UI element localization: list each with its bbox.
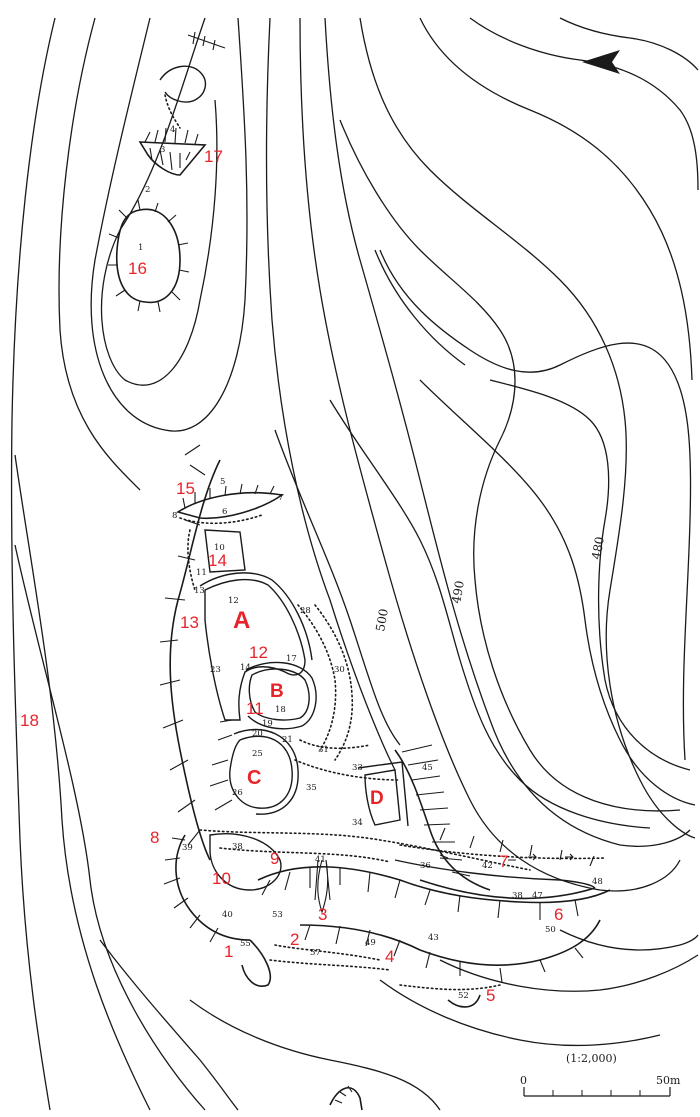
contour-label-490: 490 [449, 580, 467, 605]
scale-ratio: (1:2,000) [566, 1052, 617, 1065]
point-number: 3 [160, 145, 165, 155]
area-labels: A B C D [233, 607, 384, 809]
southern-knoll [329, 1085, 363, 1111]
area-label-d: D [370, 788, 384, 809]
contour-elevation-labels: 500 490 480 [373, 536, 607, 633]
feature-label-16: 16 [128, 259, 147, 278]
contour-label-480: 480 [589, 536, 607, 561]
feature-label-10: 10 [212, 869, 231, 888]
point-number: 40 [222, 910, 233, 920]
feature-label-14: 14 [208, 551, 227, 570]
point-number: 26 [232, 788, 243, 798]
point-number: 38 [232, 842, 243, 852]
point-number: 5 [220, 477, 225, 487]
feature-label-1: 1 [224, 942, 233, 961]
feature-label-2: 2 [290, 930, 299, 949]
point-number: 45 [422, 763, 433, 773]
feature-label-5: 5 [486, 986, 495, 1005]
scale-end: 50m [656, 1074, 681, 1087]
point-number: 2 [145, 185, 150, 195]
point-number: 14 [240, 663, 251, 673]
point-number: 36 [420, 861, 431, 871]
point-number: 1 [138, 243, 143, 253]
feature-label-6: 6 [554, 905, 563, 924]
point-number: 7 [278, 493, 283, 503]
point-number: 8 [172, 511, 177, 521]
point-number: 33 [352, 763, 363, 773]
point-number: 35 [306, 783, 317, 793]
point-number: 42 [482, 861, 493, 871]
feature-label-12: 12 [249, 643, 268, 662]
area-label-a: A [233, 607, 250, 634]
point-number: 55 [240, 939, 251, 949]
point-number: 41 [315, 855, 326, 865]
point-number: 18 [275, 705, 286, 715]
point-number: 11 [196, 568, 207, 578]
point-number: 6 [222, 507, 227, 517]
feature-16-enclosure: 1 [108, 199, 190, 313]
point-number: 13 [194, 586, 205, 596]
northern-scarp [187, 31, 226, 51]
point-number: 39 [182, 843, 193, 853]
point-number: 52 [458, 991, 469, 1001]
feature-label-3: 3 [318, 905, 327, 924]
point-number: 53 [272, 910, 283, 920]
feature-label-15: 15 [176, 479, 195, 498]
point-number: 20 [252, 729, 263, 739]
point-number: 47 [532, 891, 543, 901]
feature-label-4: 4 [385, 947, 394, 966]
point-number: 49 [365, 938, 376, 948]
main-castle-complex: 5 6 7 8 10 11 12 13 14 17 18 19 20 21 25… [159, 444, 611, 1008]
point-number: 10 [214, 543, 225, 553]
point-number: 23 [210, 665, 221, 675]
point-number: 12 [228, 596, 239, 606]
feature-labels: 1 2 3 4 5 6 7 8 9 10 11 12 13 14 15 16 1… [20, 147, 563, 1005]
feature-label-13: 13 [180, 613, 199, 632]
point-number: 28 [300, 606, 311, 616]
point-number: 17 [286, 654, 297, 664]
point-number: 48 [592, 877, 603, 887]
point-number: 19 [262, 719, 273, 729]
point-number: 57 [310, 948, 321, 958]
point-number: 43 [428, 933, 439, 943]
feature-17-earthwork: 3 4 2 [138, 65, 207, 195]
feature-label-9: 9 [270, 849, 279, 868]
point-number: 25 [252, 749, 263, 759]
feature-label-8: 8 [150, 828, 159, 847]
area-label-b: B [270, 681, 284, 702]
feature-label-17: 17 [204, 147, 223, 166]
point-number: 38 [512, 891, 523, 901]
point-number: 34 [352, 818, 363, 828]
scale-bar: (1:2,000) 0 50m [520, 1052, 681, 1097]
point-number: 31 [318, 745, 329, 755]
point-number: 21 [282, 735, 293, 745]
point-number: 30 [334, 665, 345, 675]
contour-lines [10, 17, 699, 1111]
scale-start: 0 [520, 1074, 527, 1087]
feature-label-11: 11 [246, 699, 264, 718]
point-number: 50 [545, 925, 556, 935]
north-arrow-icon [582, 50, 620, 74]
feature-label-7: 7 [499, 852, 508, 871]
point-number: 4 [170, 125, 175, 135]
area-label-c: C [247, 767, 261, 789]
feature-label-18: 18 [20, 711, 39, 730]
contour-label-500: 500 [373, 608, 391, 633]
